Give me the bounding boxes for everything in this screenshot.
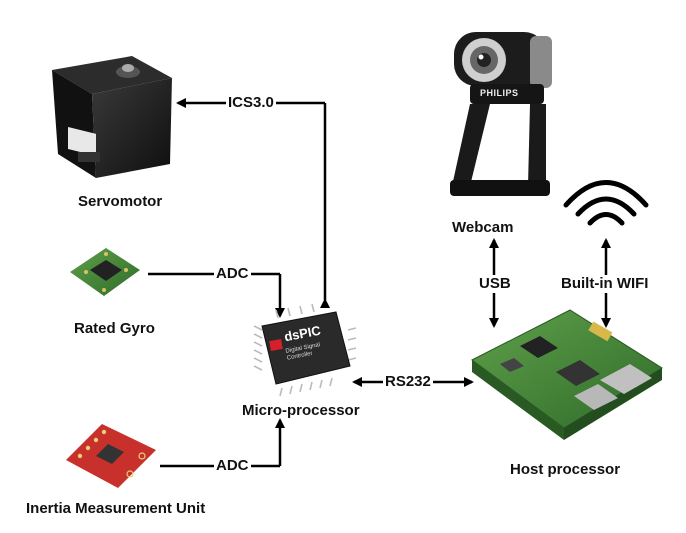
imu-adc-label: ADC (214, 457, 251, 475)
servomotor-image (52, 56, 172, 178)
webcam-label: Webcam (452, 219, 514, 236)
gyro-label: Rated Gyro (74, 320, 155, 337)
gyro-image (70, 248, 140, 296)
ics-connection (176, 98, 330, 308)
host-board-image (471, 309, 663, 440)
webcam-brand: PHILIPS (480, 88, 519, 98)
wifi-label: Built-in WIFI (559, 275, 651, 293)
host-label: Host processor (510, 461, 621, 478)
gyro-adc-label: ADC (214, 265, 251, 283)
servomotor-label: Servomotor (78, 193, 163, 210)
mcu-chip-image (253, 303, 357, 397)
usb-label: USB (477, 275, 513, 293)
wifi-icon (563, 180, 649, 226)
ics-label: ICS3.0 (226, 94, 276, 112)
imu-label: Inertia Measurement Unit (26, 500, 206, 517)
mcu-label: Micro-processor (242, 402, 360, 419)
rs232-label: RS232 (383, 373, 433, 391)
imu-image (66, 424, 156, 488)
webcam-image (450, 32, 552, 196)
